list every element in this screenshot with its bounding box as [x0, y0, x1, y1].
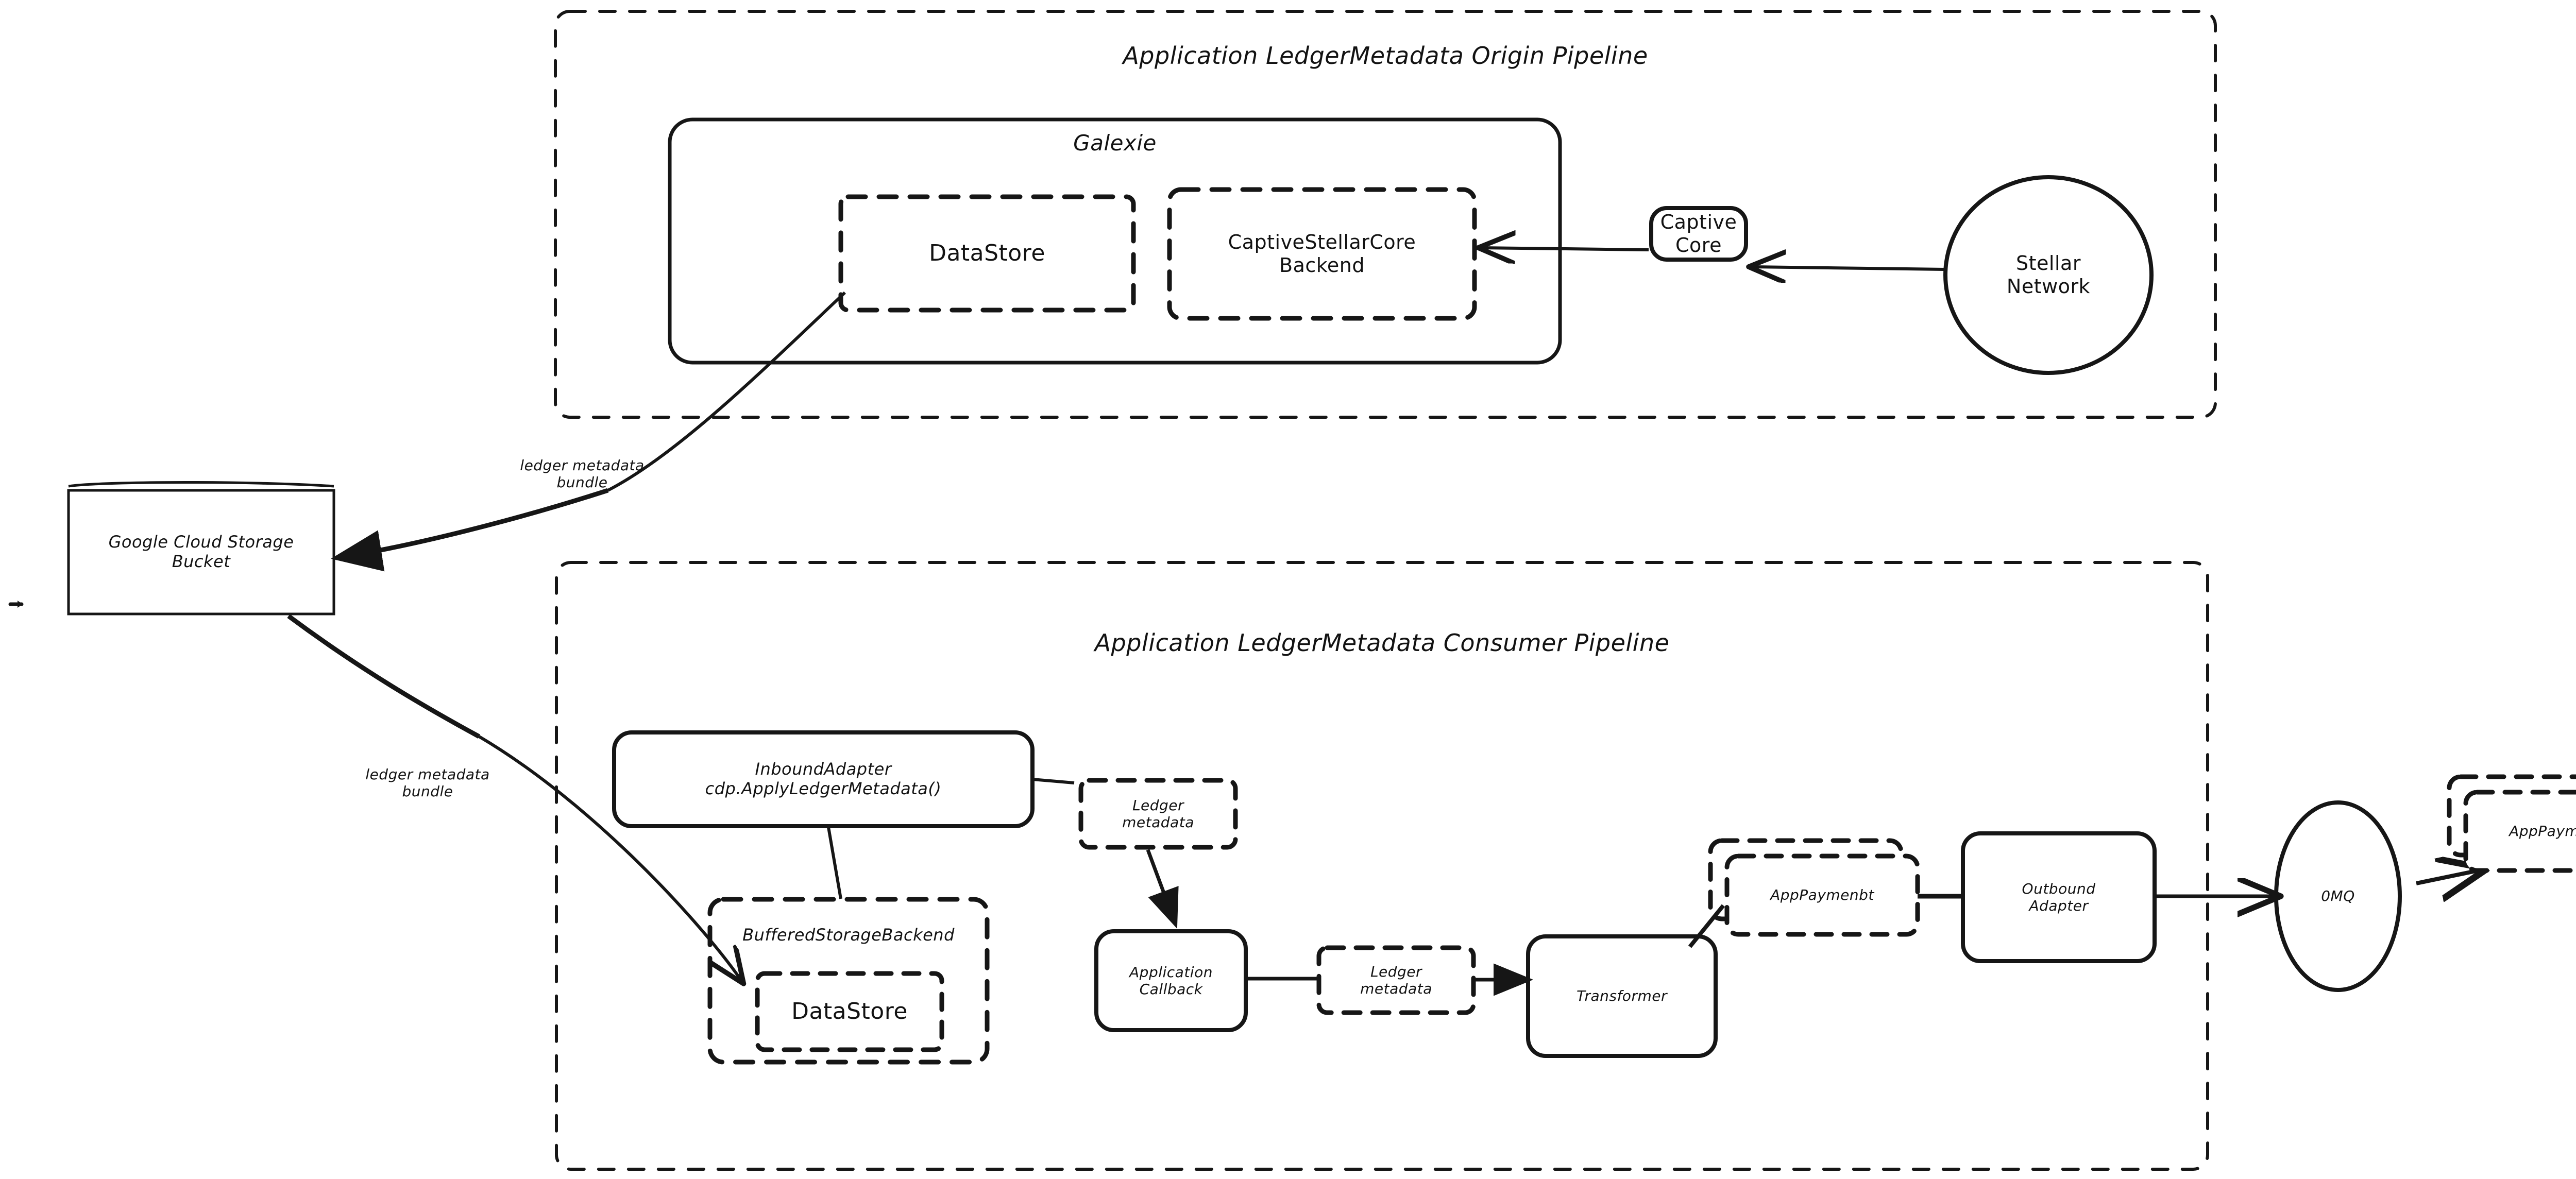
edge-inbound-to-buffered: [827, 827, 842, 899]
inbound-adapter-box: [612, 730, 1035, 828]
ledger-metadata-box-1: [1078, 778, 1238, 850]
outbound-adapter-box: [1961, 831, 2157, 963]
edge-captive-to-backend: [1481, 248, 1649, 250]
app-payment-box-1: [1708, 838, 1920, 937]
edge-ledgermeta1-to-callback: [1146, 849, 1179, 929]
edge-datastore-to-bucket-seg2: [331, 488, 609, 572]
stellar-network-ellipse: [1943, 175, 2154, 375]
consumer-datastore-box: [755, 971, 944, 1052]
edge-inbound-to-ledgermeta1: [1032, 778, 1075, 784]
edge-transformer-to-apppayment1: [1688, 904, 1725, 948]
buffered-storage-backend-box: [707, 897, 990, 1065]
stray-arrow-icon: [8, 601, 24, 608]
captive-stellar-core-backend-box: [1167, 187, 1477, 321]
consumer-pipeline-container: [555, 561, 2209, 1171]
ledger-metadata-box-2: [1316, 945, 1476, 1015]
zmq-ellipse: [2274, 800, 2402, 992]
edge-stellar-to-captive: [1752, 267, 1945, 269]
transformer-box: [1526, 934, 1718, 1058]
edge-bucket-to-backend-seg2: [478, 735, 742, 981]
app-payment-box-2: [2447, 774, 2576, 873]
origin-pipeline-container: [554, 10, 2217, 419]
origin-datastore-box: [838, 194, 1136, 313]
captive-core-box: [1649, 206, 1748, 262]
gcs-bucket-shape: [67, 481, 335, 616]
edge-bucket-to-backend-seg1: [287, 614, 481, 739]
galexie-group: [668, 117, 1562, 365]
application-callback-box: [1094, 929, 1248, 1032]
edge-datastore-to-bucket-seg1: [607, 291, 846, 492]
